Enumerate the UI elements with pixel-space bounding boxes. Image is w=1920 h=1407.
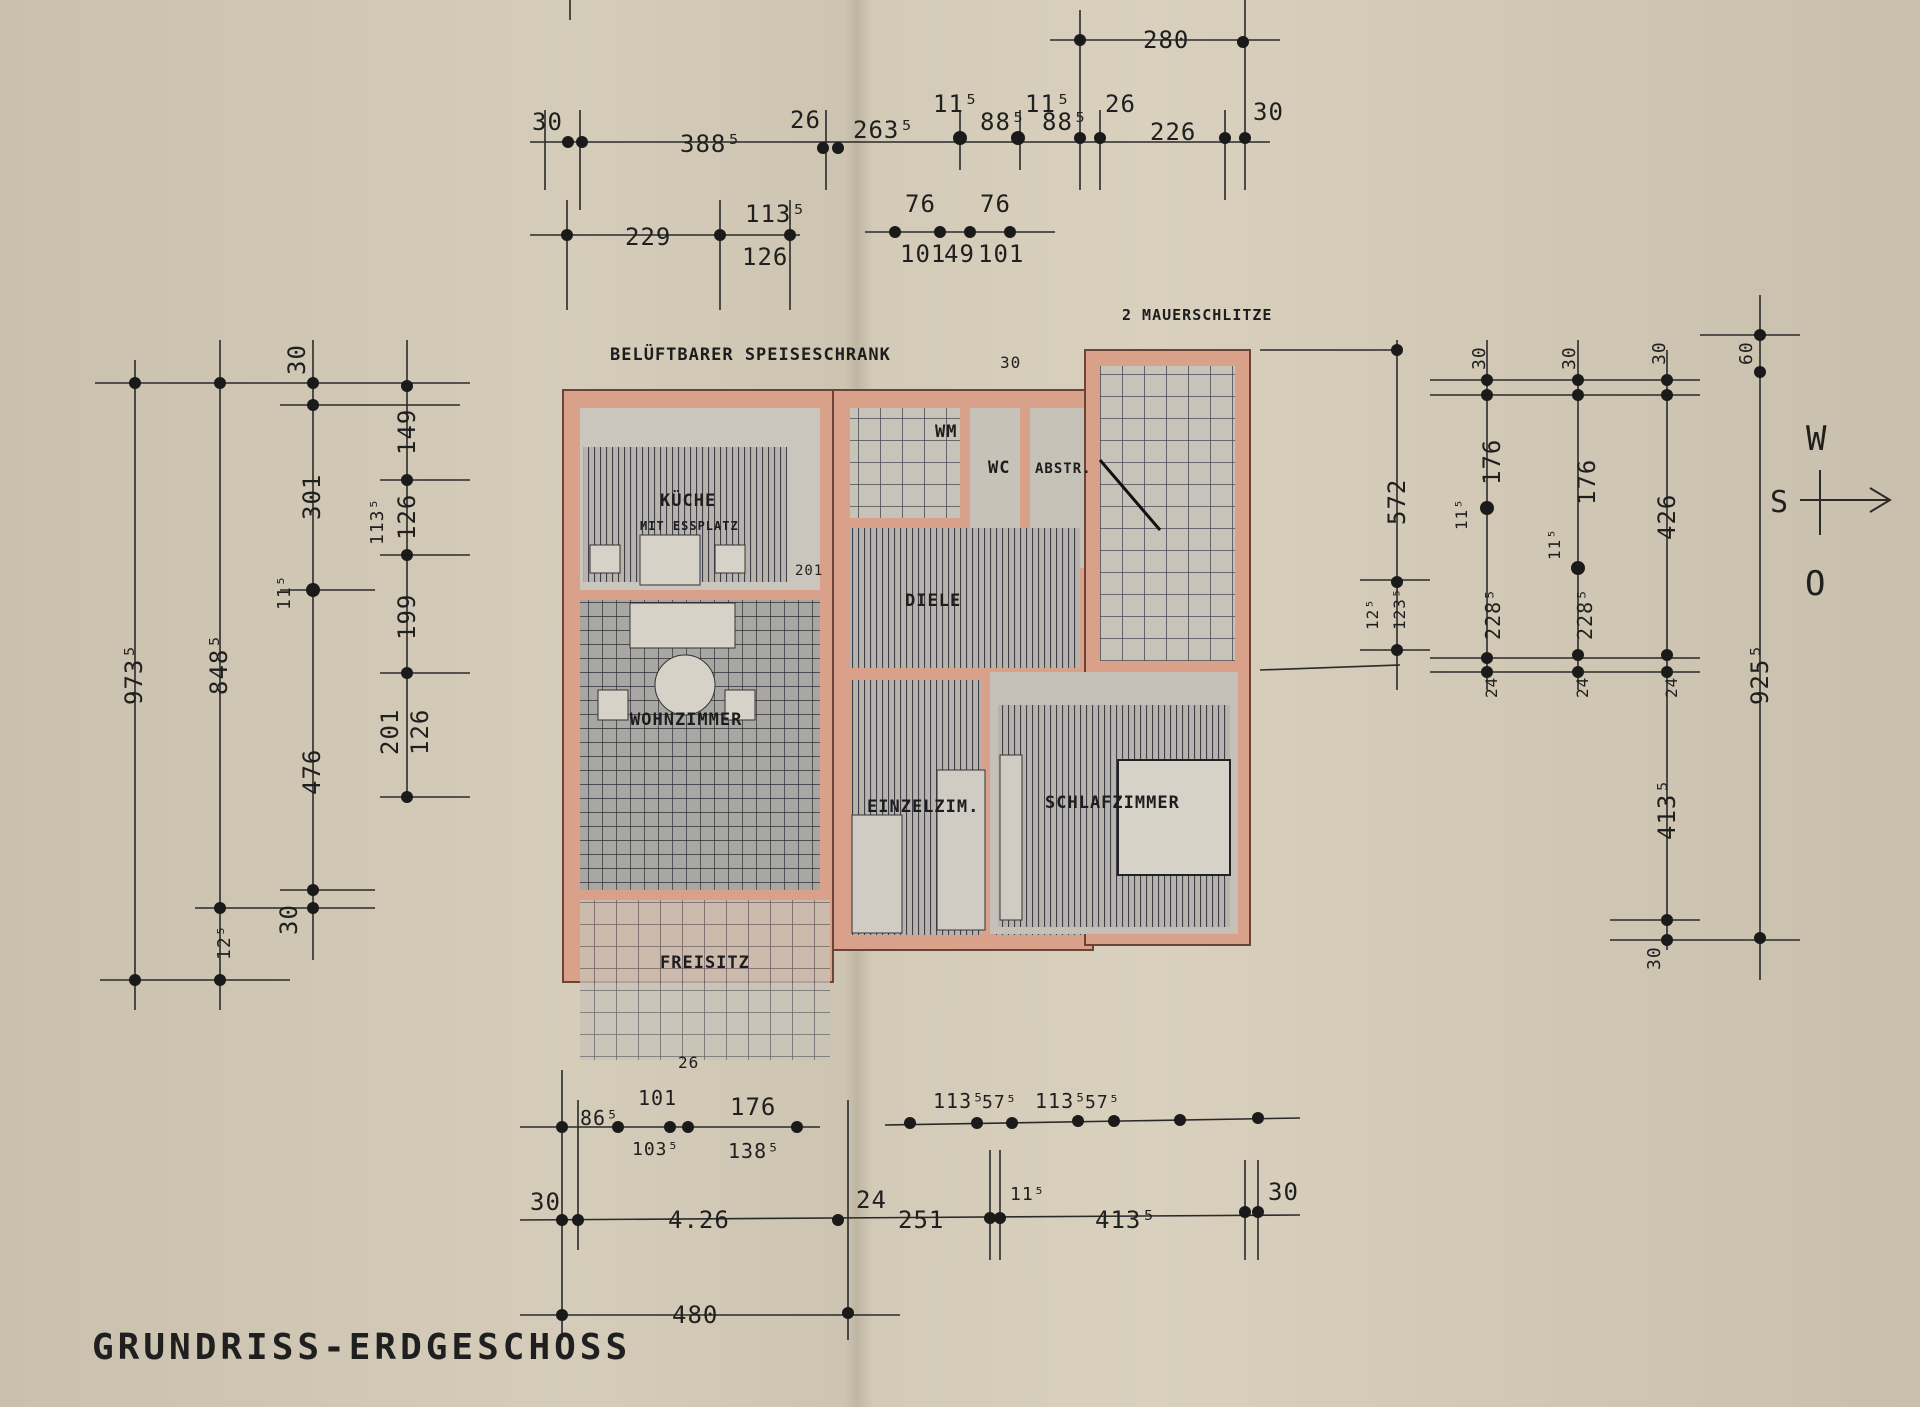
dim-right-11a: 11⁵ bbox=[1452, 498, 1471, 530]
dim-top1-1: 388⁵ bbox=[680, 130, 742, 158]
dim-top1-3: 263⁵ bbox=[853, 116, 915, 144]
dim-top2-2: 126 bbox=[742, 243, 788, 271]
dim-left-1135: 113⁵ bbox=[367, 498, 388, 545]
dim-left-12: 12⁵ bbox=[214, 924, 235, 960]
dim-left-201: 201 bbox=[376, 709, 404, 755]
dim-bottom2-6: 30 bbox=[1268, 1178, 1299, 1206]
room-label-single: EINZELZIM. bbox=[867, 797, 979, 817]
dim-bottom1-7: 57⁵ bbox=[982, 1092, 1018, 1113]
dim-top1-6: 11⁵ bbox=[1025, 90, 1071, 118]
dim-bottom2-3: 251 bbox=[898, 1206, 944, 1234]
compass-south: S bbox=[1770, 485, 1789, 520]
dim-top1-9: 226 bbox=[1150, 118, 1196, 146]
room-label-wc: WC bbox=[988, 458, 1010, 478]
room-label-kitchen-sub: MIT ESSPLATZ bbox=[640, 519, 739, 533]
dim-bottom2-2: 24 bbox=[856, 1186, 887, 1214]
room-labels: BELÜFTBARER SPEISESCHRANK KÜCHE MIT ESSP… bbox=[610, 306, 1272, 973]
dim-right-176a: 176 bbox=[1478, 439, 1506, 485]
dim-top1-0: 30 bbox=[532, 108, 563, 136]
dim-bottom1-0: 86⁵ bbox=[580, 1106, 619, 1130]
dim-top1-2: 26 bbox=[790, 106, 821, 134]
room-label-bedroom: SCHLAFZIMMER bbox=[1045, 793, 1180, 813]
dim-right-24b: 24 bbox=[1573, 677, 1592, 698]
compass-west: W bbox=[1806, 419, 1827, 459]
room-label-kitchen: KÜCHE bbox=[660, 489, 716, 511]
dim-right-228b: 228⁵ bbox=[1573, 588, 1597, 640]
room-label-pantry: BELÜFTBARER SPEISESCHRANK bbox=[610, 343, 891, 365]
dim-right-426: 426 bbox=[1653, 494, 1681, 540]
dim-top2-6: 76 bbox=[980, 190, 1011, 218]
dim-bottom1-3: 26 bbox=[678, 1053, 699, 1072]
compass-rose: W O S bbox=[1770, 419, 1892, 604]
dim-bottom2-4: 11⁵ bbox=[1010, 1184, 1046, 1205]
dim-right-30d: 30 bbox=[1644, 946, 1665, 970]
room-label-hall: DIELE bbox=[905, 591, 961, 611]
dim-right-30c: 30 bbox=[1649, 341, 1670, 365]
dimension-labels: 30 388⁵ 26 263⁵ 11⁵ 88⁵ 11⁵ 88⁵ 26 226 3… bbox=[120, 26, 1774, 1329]
dim-top2-5: 49 bbox=[944, 240, 975, 268]
dim-left-149: 149 bbox=[393, 409, 421, 455]
dim-bottom1-2: 103⁵ bbox=[632, 1139, 679, 1160]
dim-left-301: 301 bbox=[298, 474, 326, 520]
dim-bottom1-1: 101 bbox=[638, 1086, 677, 1110]
dim-left-126: 126 bbox=[393, 494, 421, 540]
annotation-slots: 2 MAUERSCHLITZE bbox=[1122, 306, 1272, 324]
dim-left-30: 30 bbox=[283, 344, 311, 375]
dim-right-1235: 123⁵ bbox=[1390, 587, 1409, 630]
room-label-terrace: FREISITZ bbox=[660, 953, 750, 973]
dim-top2-0: 229 bbox=[625, 223, 671, 251]
dimension-lines bbox=[95, 0, 1800, 1340]
room-label-abstell: ABSTR. bbox=[1035, 461, 1092, 477]
dim-bottom1-9: 57⁵ bbox=[1085, 1092, 1121, 1113]
dim-left-11: 11⁵ bbox=[274, 574, 295, 610]
dim-bottom2-1: 4.26 bbox=[668, 1206, 730, 1234]
dim-right-11b: 11⁵ bbox=[1545, 528, 1564, 560]
dim-top2-4: 101 bbox=[900, 240, 946, 268]
dim-bottom2-5: 413⁵ bbox=[1095, 1206, 1157, 1234]
dim-top2-1: 113⁵ bbox=[745, 200, 807, 228]
dim-bottom1-5: 138⁵ bbox=[728, 1139, 780, 1163]
dim-bottom1-8: 113⁵ bbox=[1035, 1089, 1087, 1113]
dim-door-201: 201 bbox=[795, 563, 823, 579]
dim-top1-7: 88⁵ bbox=[1042, 108, 1088, 136]
dim-right-24c: 24 bbox=[1662, 677, 1681, 698]
compass-east: O bbox=[1805, 564, 1826, 604]
room-label-living: WOHNZIMMER bbox=[630, 710, 742, 730]
dim-top1-8: 26 bbox=[1105, 90, 1136, 118]
dim-top2-7: 101 bbox=[978, 240, 1024, 268]
dim-left-126b: 126 bbox=[406, 709, 434, 755]
dim-right-413: 413⁵ bbox=[1653, 778, 1681, 840]
dim-right-30b: 30 bbox=[1559, 346, 1580, 370]
dim-left-476: 476 bbox=[298, 749, 326, 795]
dim-wall-30: 30 bbox=[1000, 353, 1021, 372]
dim-top2-3: 76 bbox=[905, 190, 936, 218]
dim-right-228a: 228⁵ bbox=[1481, 588, 1505, 640]
dim-bottom2-0: 30 bbox=[530, 1188, 561, 1216]
dim-left-total: 973⁵ bbox=[120, 643, 148, 705]
dim-right-125: 12⁵ bbox=[1363, 598, 1382, 630]
dim-right-925: 925⁵ bbox=[1746, 643, 1774, 705]
dim-top1-5: 88⁵ bbox=[980, 108, 1026, 136]
dim-right-24a: 24 bbox=[1482, 677, 1501, 698]
dim-left-30b: 30 bbox=[275, 904, 303, 935]
dim-right-572: 572 bbox=[1383, 479, 1411, 525]
dim-right-60: 60 bbox=[1736, 341, 1757, 365]
dim-top3-0: 280 bbox=[1143, 26, 1189, 54]
dim-top1-4: 11⁵ bbox=[933, 90, 979, 118]
dim-left-199: 199 bbox=[393, 594, 421, 640]
dim-bottom1-4: 176 bbox=[730, 1093, 776, 1121]
dim-top1-10: 30 bbox=[1253, 98, 1284, 126]
dim-left-total2: 848⁵ bbox=[205, 633, 233, 695]
room-label-wm: WM bbox=[935, 422, 957, 442]
dim-right-30a: 30 bbox=[1469, 346, 1490, 370]
dim-bottom1-6: 113⁵ bbox=[933, 1089, 985, 1113]
dim-right-176b: 176 bbox=[1573, 459, 1601, 505]
drawing-title: GRUNDRISS-ERDGESCHOSS bbox=[92, 1327, 632, 1368]
dim-bottom3-0: 480 bbox=[672, 1301, 718, 1329]
building-outline bbox=[562, 349, 1251, 1060]
